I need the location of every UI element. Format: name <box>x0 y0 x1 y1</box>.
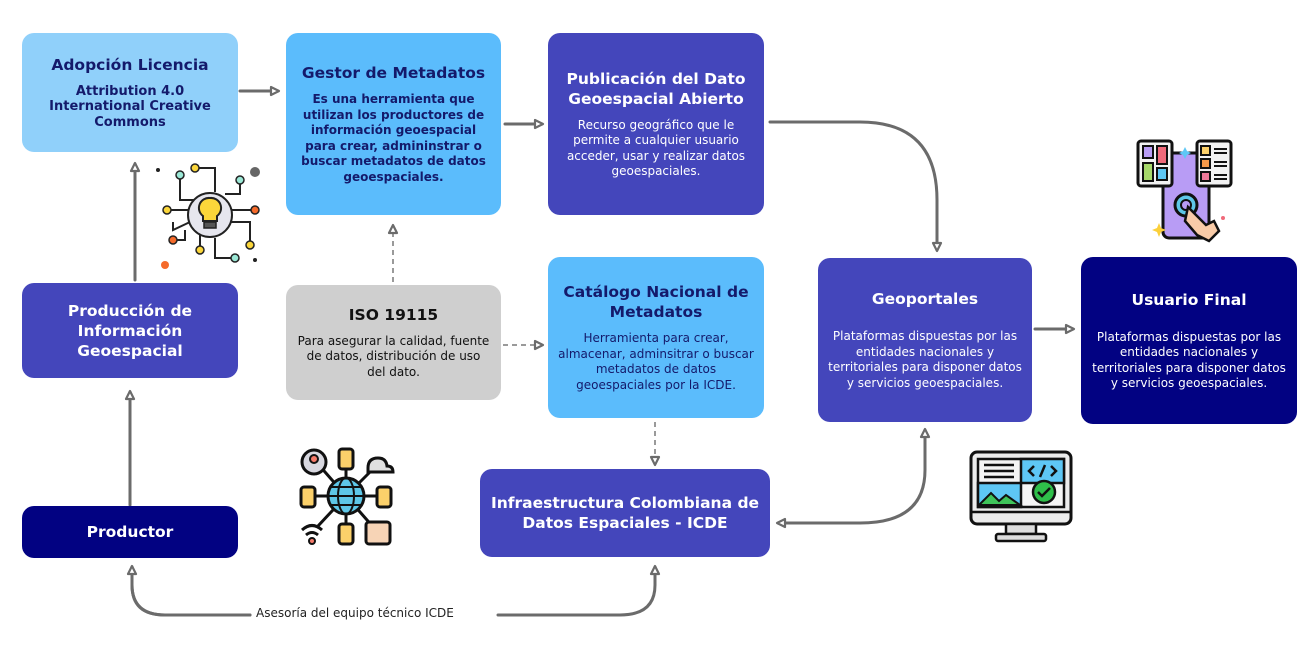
node-title: ISO 19115 <box>348 305 439 324</box>
node-title: Geoportales <box>871 290 979 308</box>
edge-label-asesoria: Asesoría del equipo técnico ICDE <box>252 606 458 620</box>
node-desc: Recurso geográfico que le permite a cual… <box>566 117 746 179</box>
edge-geoportales-icde <box>775 427 931 529</box>
node-productor[interactable]: Productor <box>22 506 238 558</box>
global-data-network-icon <box>299 447 395 546</box>
node-icde[interactable]: Infraestructura Colombiana de Datos Espa… <box>480 469 770 557</box>
node-title: Producción de Información Geoespacial <box>67 301 193 360</box>
node-title: Productor <box>86 523 174 541</box>
node-title: Catálogo Nacional de Metadatos <box>563 283 749 321</box>
node-desc: Plataformas dispuestas por las entidades… <box>828 329 1022 390</box>
monitor-dashboard-icon <box>969 450 1073 543</box>
node-iso-19115[interactable]: ISO 19115 Para asegurar la calidad, fuen… <box>286 285 501 400</box>
node-geoportales[interactable]: Geoportales Plataformas dispuestas por l… <box>818 258 1032 422</box>
node-desc: Es una herramienta que utilizan los prod… <box>301 92 486 184</box>
node-desc: Plataformas dispuestas por las entidades… <box>1092 329 1286 391</box>
node-produccion-informacion[interactable]: Producción de Información Geoespacial <box>22 283 238 378</box>
mobile-app-touch-icon <box>1136 139 1233 243</box>
edge-publicacion-geoportales <box>768 120 943 253</box>
node-title: Publicación del Dato Geoespacial Abierto <box>566 69 746 108</box>
lightbulb-network-icon <box>156 163 260 269</box>
node-gestor-metadatos[interactable]: Gestor de Metadatos Es una herramienta q… <box>286 33 501 215</box>
node-title: Usuario Final <box>1131 290 1247 309</box>
node-title: Gestor de Metadatos <box>301 64 486 82</box>
node-title: Infraestructura Colombiana de Datos Espa… <box>490 494 760 532</box>
node-desc: Herramienta para crear, almacenar, admin… <box>558 331 754 392</box>
node-usuario-final[interactable]: Usuario Final Plataformas dispuestas por… <box>1081 257 1297 424</box>
node-title: Adopción Licencia <box>51 55 209 74</box>
node-publicacion-dato[interactable]: Publicación del Dato Geoespacial Abierto… <box>548 33 764 215</box>
node-adopcion-licencia[interactable]: Adopción Licencia Attribution 4.0 Intern… <box>22 33 238 152</box>
node-desc: Para asegurar la calidad, fuente de dato… <box>297 333 490 379</box>
node-catalogo-nacional[interactable]: Catálogo Nacional de Metadatos Herramien… <box>548 257 764 418</box>
node-desc: Attribution 4.0 International Creative C… <box>49 83 211 130</box>
edge-productor-icde-arrow <box>126 564 252 617</box>
